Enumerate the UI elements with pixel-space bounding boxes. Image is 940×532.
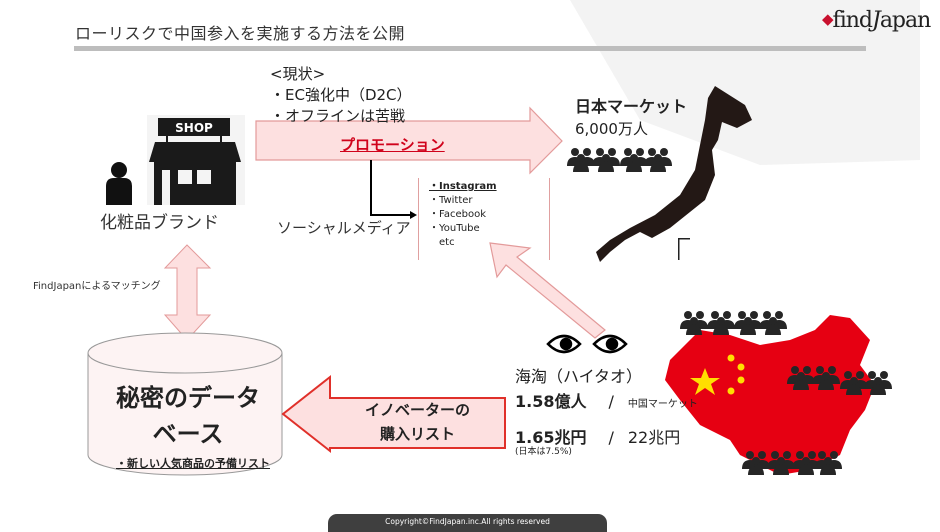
japan-market-title: 日本マーケット	[575, 97, 688, 116]
social-media-list: ・Instagram ・Twitter ・Facebook ・YouTube e…	[418, 178, 550, 260]
market-label: 中国マーケット	[627, 399, 698, 410]
eyes-icon	[546, 334, 628, 354]
shop-icon: SHOP	[147, 115, 245, 205]
current-state-heading: <現状>	[270, 65, 326, 83]
china-map-icon	[665, 315, 875, 475]
japan-population: 6,000万人	[575, 120, 648, 138]
separator: /	[608, 392, 614, 411]
promotion-arrow	[255, 106, 563, 175]
social-item: etc	[439, 237, 455, 248]
social-item: ・Facebook	[429, 209, 486, 220]
database-title-line: 秘密のデータ	[116, 384, 260, 412]
haitao-arrow	[489, 242, 606, 339]
person-icon	[106, 162, 132, 205]
database-subtitle: ・新しい人気商品の予備リスト	[116, 457, 270, 470]
title-divider	[74, 46, 866, 51]
haitao-label: 海淘（ハイタオ）	[515, 367, 643, 386]
database-cylinder	[87, 332, 283, 476]
haitao-value-stat: 1.65兆円 / 22兆円	[515, 424, 680, 448]
database-title: 秘密のデータ ベース	[108, 380, 268, 452]
japan-share-note: (日本は7.5%)	[515, 447, 572, 457]
haitao-users-stat: 1.58億人 / 中国マーケット	[515, 388, 698, 412]
innovator-label: イノベーターの 購入リスト	[330, 398, 505, 446]
page-title: ローリスクで中国参入を実施する方法を公開	[75, 24, 406, 43]
promotion-label: プロモーション	[340, 136, 445, 154]
innovator-line: イノベーターの	[364, 401, 470, 419]
social-item: ・Twitter	[429, 195, 473, 206]
social-item: ・YouTube	[429, 223, 480, 234]
social-connector	[370, 160, 410, 216]
haitao-value: 1.65兆円	[515, 428, 587, 447]
japan-map-icon	[596, 86, 752, 262]
users-value: 1.58億人	[515, 392, 587, 411]
svg-text:SHOP: SHOP	[175, 121, 213, 135]
current-state: <現状> ・EC強化中（D2C） ・オフラインは苦戦	[270, 64, 412, 127]
current-state-item: ・オフラインは苦戦	[270, 107, 406, 125]
innovator-arrow	[281, 374, 506, 454]
brand-label: 化粧品ブランド	[100, 213, 219, 233]
copyright-footer: Copyright©FindJapan.inc.All rights reser…	[328, 514, 607, 532]
matching-label: FindJapanによるマッチング	[33, 281, 161, 292]
separator: /	[608, 428, 614, 447]
social-item: ・Instagram	[429, 181, 497, 192]
database-title-line: ベース	[152, 420, 224, 448]
china-flag-stars	[690, 354, 745, 395]
social-media-label: ソーシャルメディア	[277, 219, 411, 237]
innovator-line: 購入リスト	[379, 425, 455, 443]
matching-arrow	[163, 244, 212, 341]
total-value: 22兆円	[627, 428, 681, 447]
current-state-item: ・EC強化中（D2C）	[270, 86, 412, 104]
findjapan-logo: ◆findJapan	[822, 8, 931, 33]
